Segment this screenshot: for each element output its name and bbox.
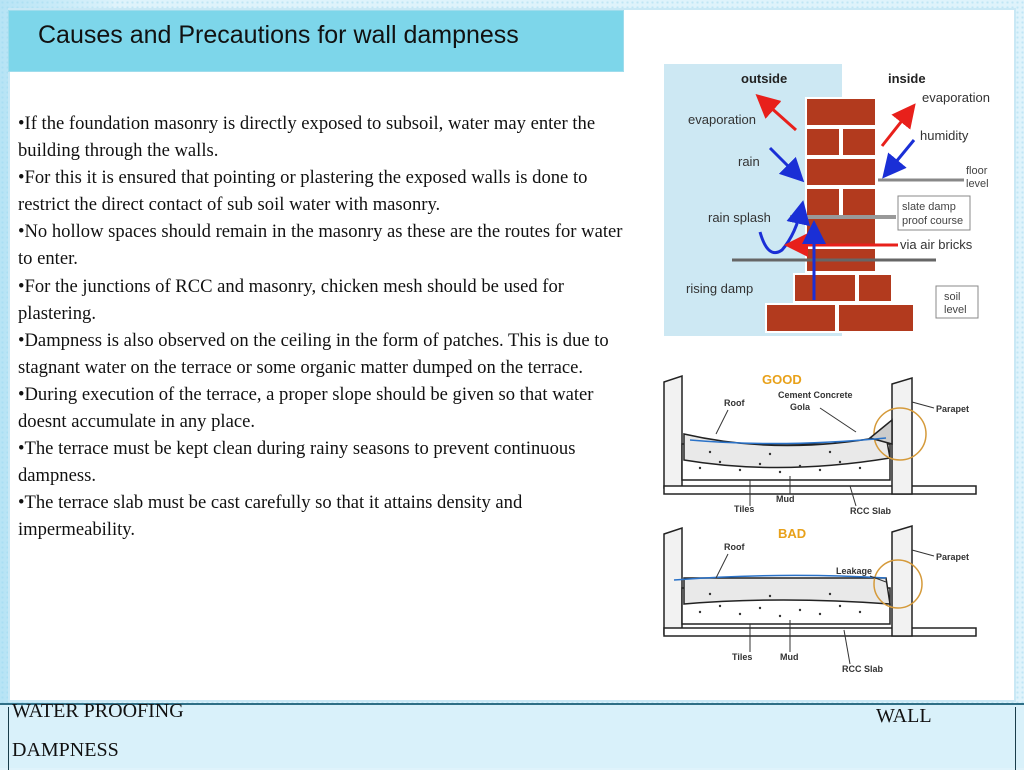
good-heading: GOOD [762, 372, 802, 387]
mud-label: Mud [776, 494, 795, 504]
wall-dampness-diagram: outside inside evaporation evaporation h… [664, 64, 990, 336]
cement-concrete-label: Cement Concrete [778, 390, 853, 400]
evaporation-in-label: evaporation [922, 90, 990, 105]
title-bar [8, 10, 624, 72]
roof-label: Roof [724, 542, 745, 552]
parapet-wall [891, 376, 913, 495]
parapet-label: Parapet [936, 552, 969, 562]
floor-level-label: level [966, 178, 989, 190]
footer-wall: WALL [876, 705, 932, 727]
humidity-label: humidity [920, 128, 969, 143]
soil-label: soil [944, 291, 961, 303]
via-air-bricks-label: via air bricks [900, 237, 973, 252]
bullet-item: •The terrace slab must be cast carefully… [18, 492, 523, 541]
rising-damp-label: rising damp [686, 281, 753, 296]
leader-lines [715, 549, 935, 665]
rain-splash-label: rain splash [708, 210, 771, 225]
water-line [689, 437, 887, 445]
bullet-list: •If the foundation masonry is directly e… [18, 110, 640, 544]
aggregate-dots [698, 450, 862, 474]
slide-title: Causes and Precautions for wall dampness [38, 21, 519, 49]
evaporation-out-arrow [755, 94, 797, 132]
outside-label: outside [741, 71, 787, 86]
parapet-label: Parapet [936, 404, 969, 414]
gola-label: Gola [790, 402, 811, 412]
soil-level-label: level [944, 304, 967, 316]
footer-water-proofing: WATER PROOFING [12, 700, 184, 722]
bad-heading: BAD [778, 526, 806, 541]
rain-splash-arrow [758, 200, 810, 255]
rcc-slab-label: RCC Slab [842, 664, 884, 674]
leakage-highlight [873, 559, 923, 609]
evaporation-in-arrow [880, 103, 916, 147]
parapet-wall [891, 524, 913, 637]
left-wall [663, 526, 683, 635]
mud-layer [683, 577, 891, 605]
floor-label: floor [966, 165, 988, 177]
mud-label: Mud [780, 652, 799, 662]
rain-arrow [768, 146, 805, 183]
footer-dampness: DAMPNESS [12, 739, 119, 761]
dpc-callout-box [897, 195, 971, 231]
evaporation-out-label: evaporation [688, 112, 756, 127]
bullet-item: •Dampness is also observed on the ceilin… [18, 329, 609, 378]
bullet-item: •No hollow spaces should remain in the m… [18, 221, 623, 270]
leader-lines [715, 401, 935, 507]
slate-damp-label: slate damp [902, 201, 956, 213]
bullet-item: •The terrace must be kept clean during r… [18, 438, 576, 487]
gola [868, 418, 893, 445]
soil-callout-box [935, 285, 979, 319]
roof-label: Roof [724, 398, 745, 408]
roof-good-diagram: GOOD Roof Cement Concrete Gola Parapet T… [663, 372, 977, 516]
tiles-label: Tiles [732, 652, 752, 662]
bullet-item: •For this it is ensured that pointing or… [18, 167, 588, 216]
footer-bar [0, 703, 1024, 770]
humidity-arrow [882, 139, 916, 179]
rcc-slab-band [663, 485, 977, 495]
tiles-label: Tiles [734, 504, 754, 514]
bullet-item: •For the junctions of RCC and masonry, c… [18, 275, 564, 324]
mud-layer [683, 433, 891, 469]
rcc-slab-band [663, 627, 977, 637]
rain-label: rain [738, 154, 760, 169]
inside-label: inside [888, 71, 926, 86]
left-wall [663, 374, 683, 489]
brick-wall [765, 97, 915, 333]
roof-bad-diagram: BAD Roof Leakage Parapet Tiles Mud RCC S… [663, 524, 977, 674]
proof-course-label: proof course [902, 215, 963, 227]
aggregate-dots [698, 592, 862, 618]
rcc-slab-label: RCC Slab [850, 506, 892, 516]
bullet-item: •If the foundation masonry is directly e… [18, 113, 596, 162]
bullet-item: •During execution of the terrace, a prop… [18, 383, 594, 433]
leakage-label: Leakage [836, 566, 872, 576]
water-line [673, 574, 887, 581]
footer-frame [8, 707, 1016, 770]
